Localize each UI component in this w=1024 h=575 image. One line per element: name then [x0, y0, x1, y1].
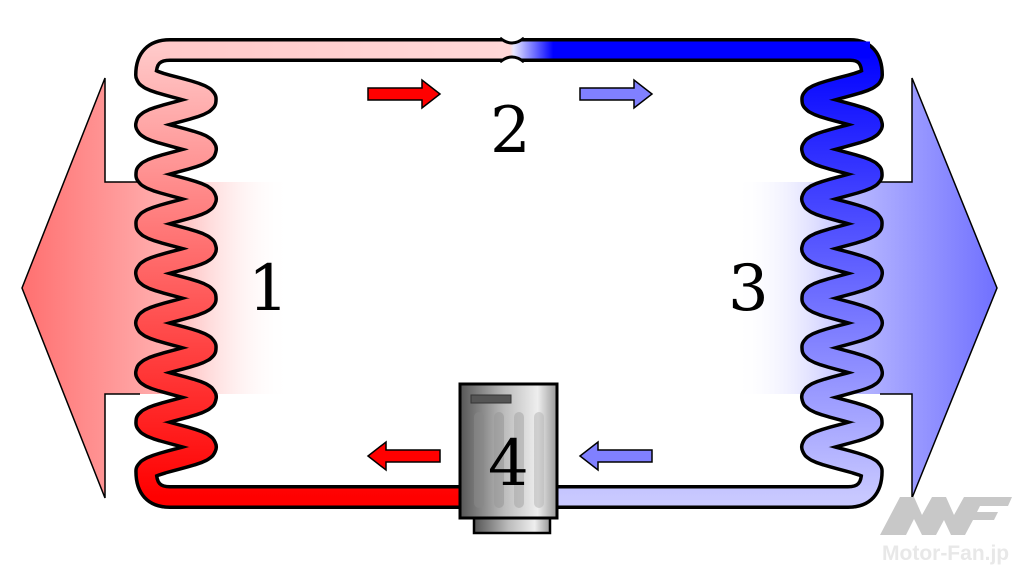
heat-absorb-arrow-outline — [880, 77, 998, 499]
flow-arrow-bottom-cold — [578, 440, 653, 472]
motor-fan-logo — [880, 497, 1012, 535]
flow-arrow-top-hot — [367, 78, 442, 110]
cold-pipe — [512, 41, 881, 506]
compressor — [458, 382, 559, 535]
label-evaporator: 3 — [728, 252, 769, 326]
heat-release-arrow-outline — [21, 77, 140, 499]
flow-arrow-bottom-hot — [366, 440, 441, 472]
label-condenser: 1 — [248, 252, 289, 326]
label-expansion-valve: 2 — [490, 94, 531, 168]
expansion-valve — [499, 36, 525, 64]
hot-pipe — [137, 41, 512, 506]
watermark-text: Motor-Fan.jp — [882, 542, 1009, 565]
flow-arrow-top-cold — [579, 78, 654, 110]
pipe-loop — [134, 36, 884, 509]
label-compressor: 4 — [488, 427, 529, 501]
